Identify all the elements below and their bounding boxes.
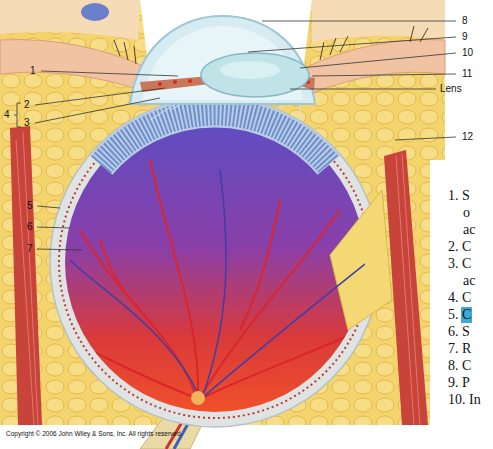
list-text: ac	[463, 222, 475, 239]
list-text: 8. C	[448, 358, 471, 375]
callout-number: 1	[30, 65, 36, 77]
list-text: o	[463, 205, 470, 222]
callout-number: 5	[27, 200, 33, 212]
list-text: 1. S	[448, 188, 470, 205]
list-text: 9. P	[448, 375, 470, 392]
list-text: 7. R	[448, 341, 471, 358]
list-text: 3. C	[448, 256, 471, 273]
copyright-note: Copyright © 2006 John Wiley & Sons, Inc.…	[6, 430, 182, 438]
part-label: Lens	[440, 83, 462, 95]
list-text: 10. In	[448, 392, 481, 409]
callout-number: 11	[462, 68, 472, 80]
list-text: ac	[463, 273, 475, 290]
callout-number: 7	[27, 243, 33, 255]
callout-number: 3	[24, 117, 30, 129]
callout-number: 2	[24, 99, 30, 111]
list-text: 2. C	[448, 239, 471, 256]
callout-number: 12	[462, 131, 473, 143]
list-text: 4. C	[448, 290, 471, 307]
callout-number: 8	[462, 15, 468, 27]
callout-number: 6	[27, 221, 33, 233]
callout-number: 4	[4, 109, 10, 121]
list-text: 5. C	[448, 307, 471, 324]
callout-number: 9	[462, 31, 468, 43]
list-text: 6. S	[448, 324, 470, 341]
callout-number: 10	[462, 47, 473, 59]
